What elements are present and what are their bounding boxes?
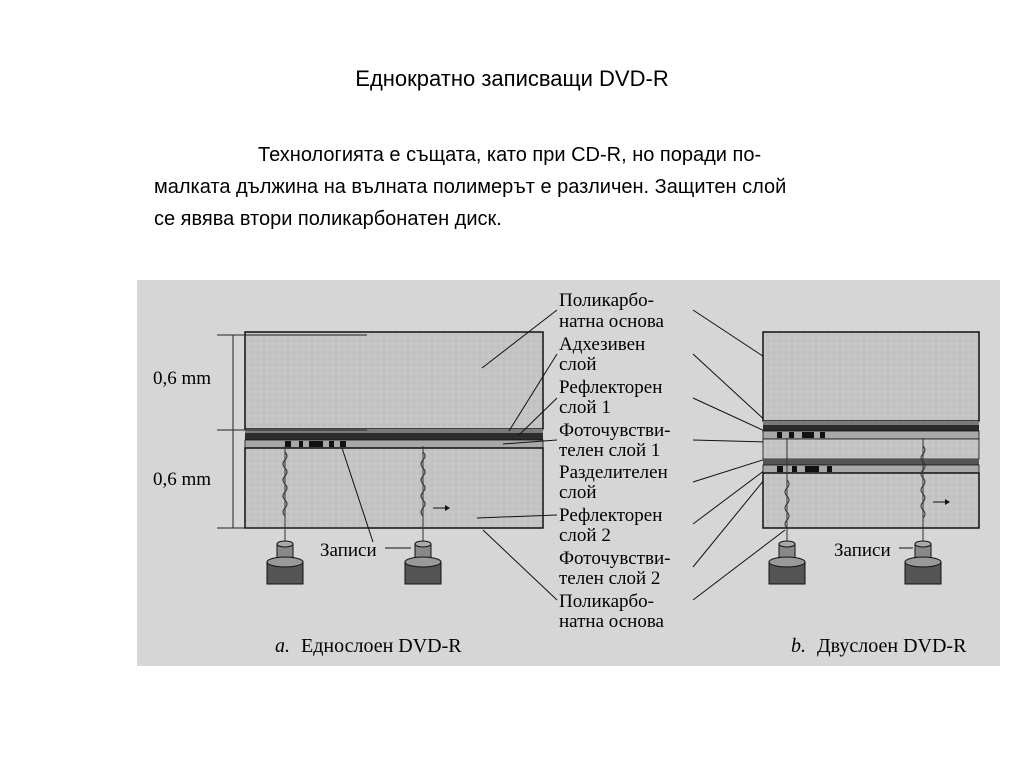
label-line: слой xyxy=(559,354,597,375)
body-line: Технологията е същата, като при CD-R, но… xyxy=(258,144,762,166)
substrate-bottom-b xyxy=(762,472,980,529)
reflector-2-b xyxy=(763,459,979,465)
body-line: се явява втори поликарбонатен диск. xyxy=(154,208,502,230)
label-line: Фоточувстви- xyxy=(559,548,670,569)
label-line: Поликарбо- xyxy=(559,591,654,612)
dimension-top-label: 0,6 mm xyxy=(153,368,211,389)
panel-b-dual-layer: Записи b. Двуслоен DVD-R xyxy=(762,331,980,657)
dvd-r-structure-figure: 0,6 mm 0,6 mm Записи a. Еднослоен DVD-R xyxy=(137,280,1000,666)
spacer-layer-b xyxy=(762,438,980,460)
label-line: телен слой 2 xyxy=(559,568,660,589)
substrate-top-b xyxy=(762,331,980,422)
reflector-layer-a xyxy=(245,433,543,440)
label-line: Рефлекторен xyxy=(559,505,662,526)
records-label-a: Записи xyxy=(320,540,377,561)
reflector-1-b xyxy=(763,425,979,431)
substrate-top-a xyxy=(244,331,544,430)
laser-b-left-icon xyxy=(768,438,806,585)
label-line: натна основа xyxy=(559,311,665,332)
substrate-bottom-a xyxy=(244,447,544,529)
label-line: телен слой 1 xyxy=(559,440,660,461)
label-line: слой xyxy=(559,482,597,503)
dimension-bottom-label: 0,6 mm xyxy=(153,469,211,490)
layer-labels: Поликарбо- натна основа Адхезивен слой Р… xyxy=(559,290,670,632)
label-line: слой 1 xyxy=(559,397,611,418)
slide-title: Еднократно записващи DVD-R xyxy=(355,66,669,91)
adhesive-layer-b xyxy=(763,421,979,425)
panel-a-single-layer: 0,6 mm 0,6 mm Записи a. Еднослоен DVD-R xyxy=(153,331,544,657)
records-label-b: Записи xyxy=(834,540,891,561)
laser-left-icon xyxy=(266,446,304,585)
dvd-r-diagram: 0,6 mm 0,6 mm Записи a. Еднослоен DVD-R xyxy=(137,280,1000,666)
label-line: натна основа xyxy=(559,611,665,632)
leader-lines-a xyxy=(476,309,558,601)
laser-right-icon xyxy=(404,446,442,585)
caption-b-letter: b. xyxy=(791,635,806,657)
label-line: Фоточувстви- xyxy=(559,420,670,441)
label-line: слой 2 xyxy=(559,525,611,546)
adhesive-layer-a xyxy=(245,429,543,433)
photo-layer-1-b xyxy=(762,430,980,440)
label-line: Разделителен xyxy=(559,462,668,483)
caption-a-letter: a. xyxy=(275,635,290,657)
caption-b: b. Двуслоен DVD-R xyxy=(791,635,967,657)
laser-b-right-icon xyxy=(904,438,942,585)
slide-body-text: Технологията е същата, като при CD-R, но… xyxy=(154,139,786,235)
body-line: малката дължина на вълната полимерът е р… xyxy=(154,176,787,198)
label-line: Поликарбо- xyxy=(559,290,654,311)
label-line: Рефлекторен xyxy=(559,377,662,398)
caption-b-text: Двуслоен DVD-R xyxy=(817,635,967,657)
caption-a-text: Еднослоен DVD-R xyxy=(301,635,462,657)
caption-a: a. Еднослоен DVD-R xyxy=(275,635,462,657)
label-line: Адхезивен xyxy=(559,334,645,355)
